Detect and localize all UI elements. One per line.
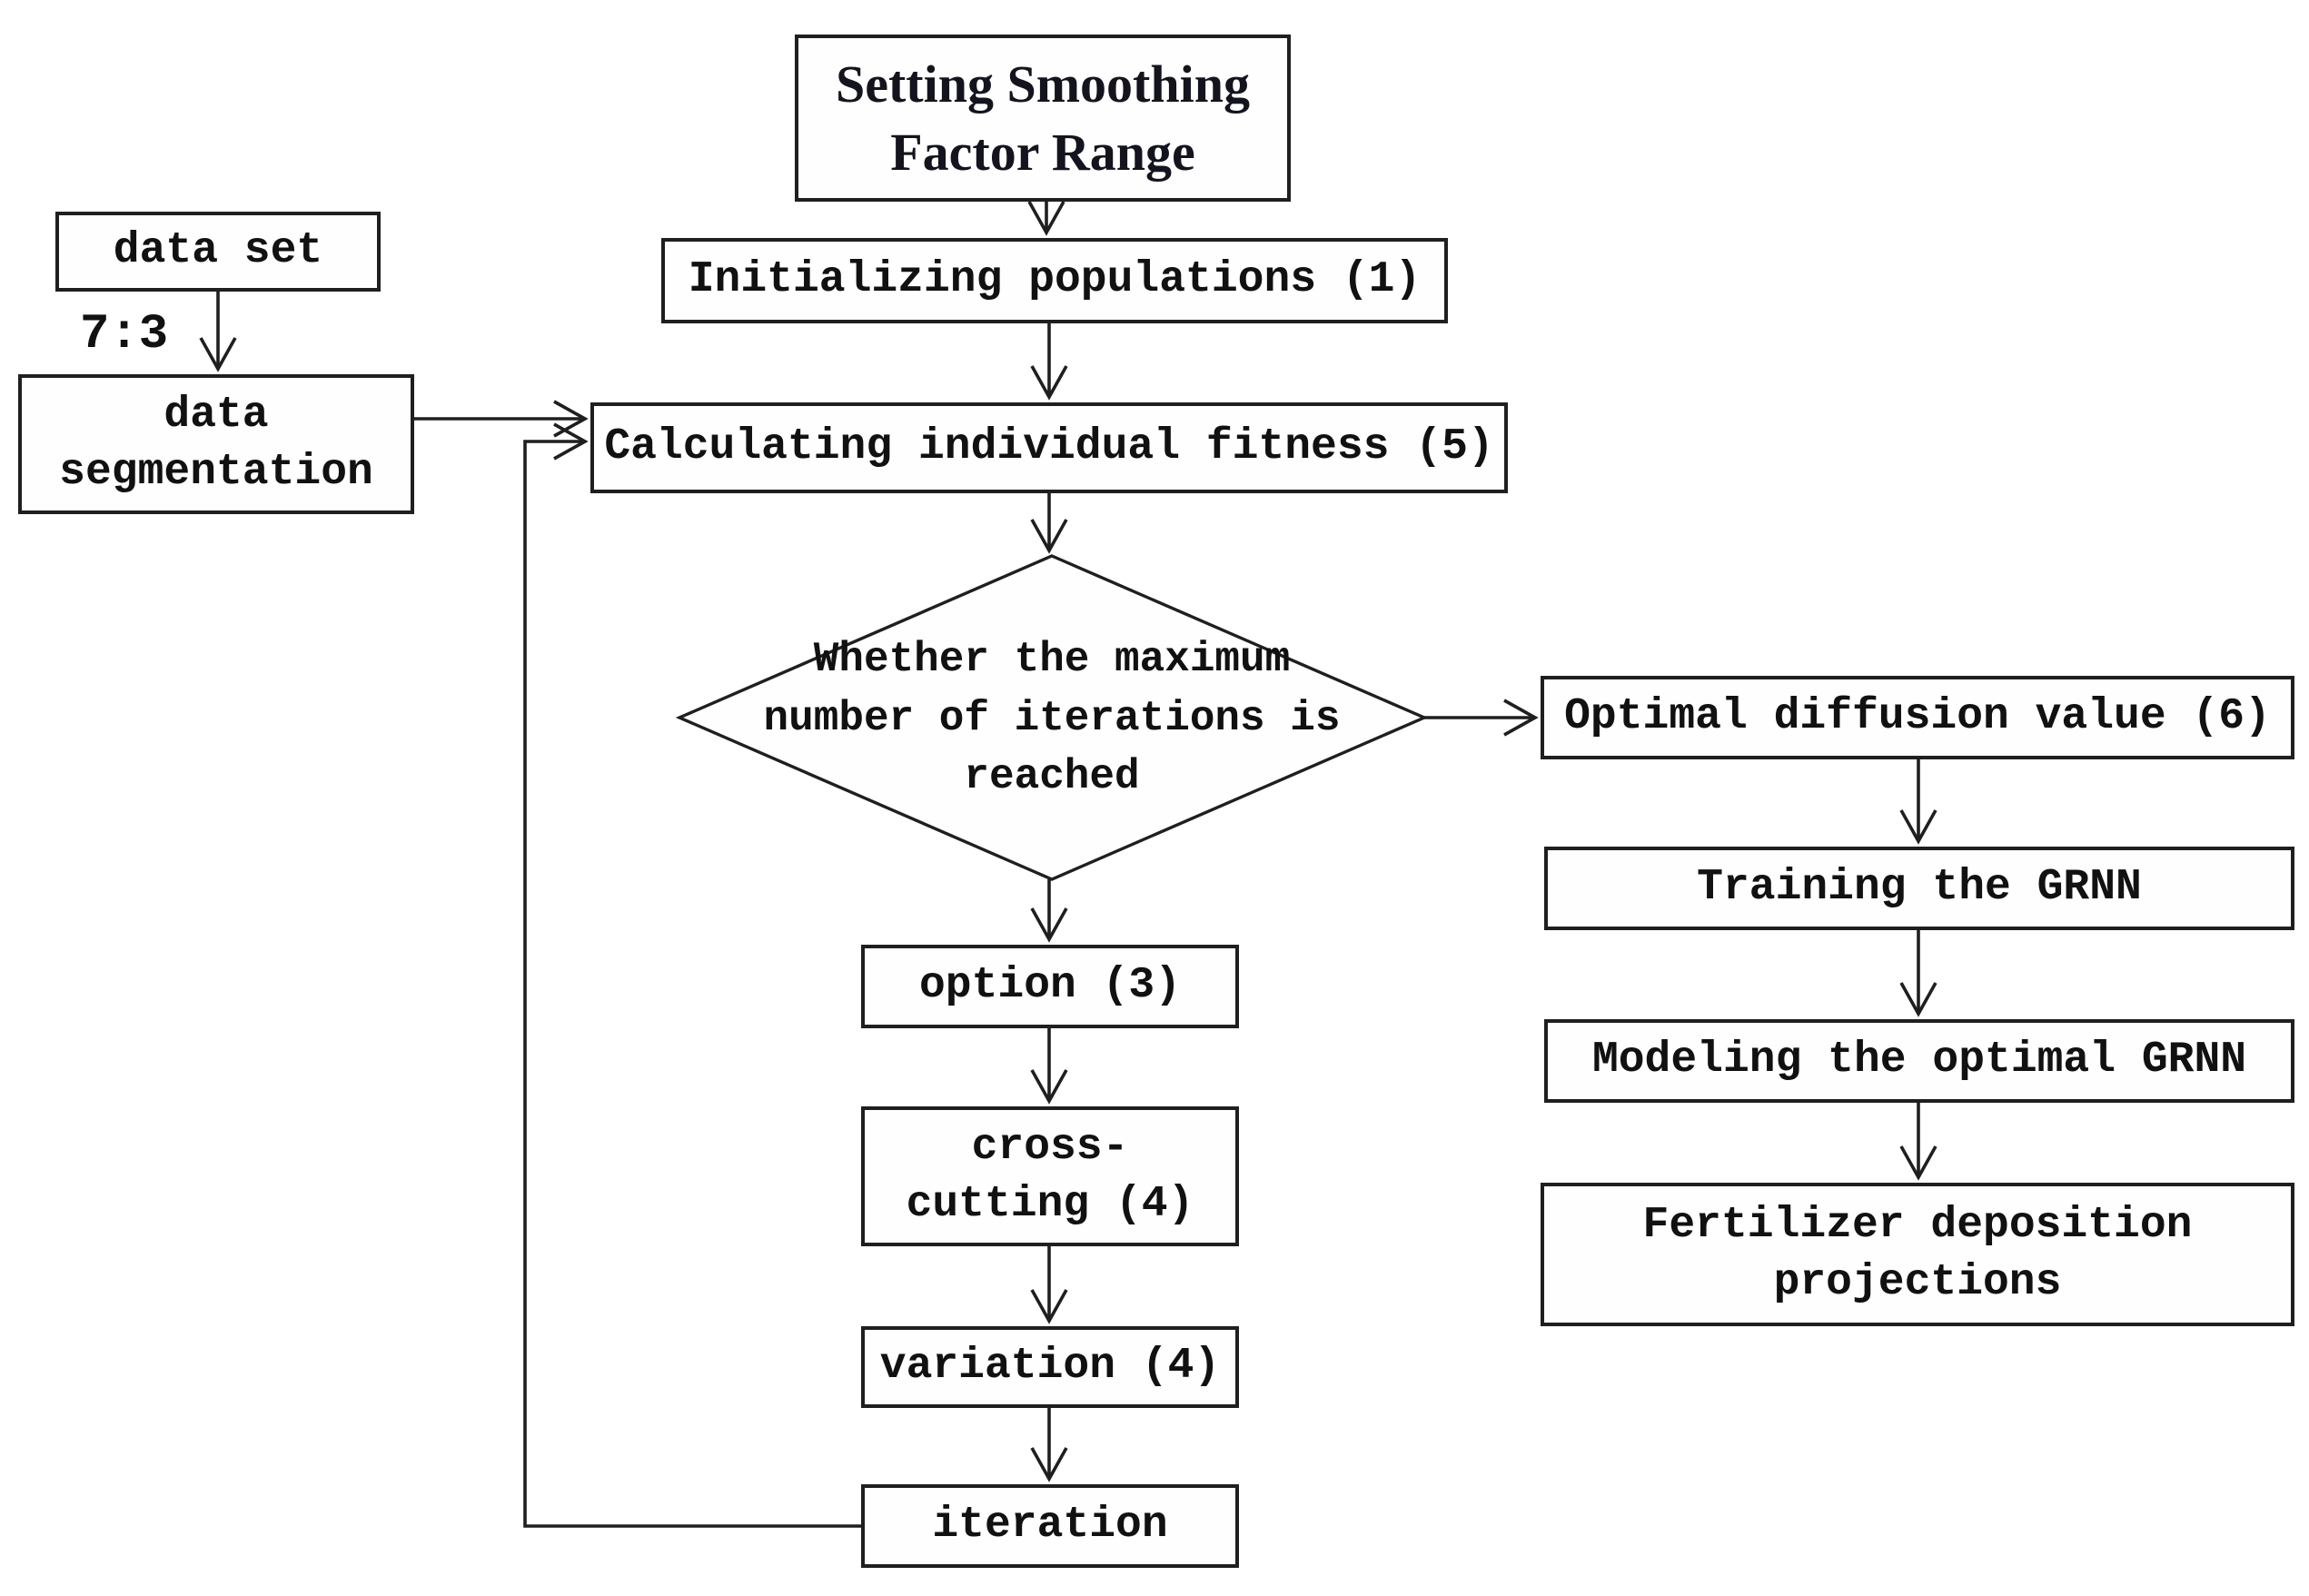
node-variation: variation (4): [861, 1326, 1239, 1408]
node-option: option (3): [861, 945, 1239, 1028]
node-decision-max-iterations: Whether the maximum number of iterations…: [763, 636, 1341, 801]
node-iteration: iteration: [861, 1484, 1239, 1568]
node-fertilizer-deposition-projections: Fertilizer deposition projections: [1541, 1183, 2294, 1326]
node-data-set: data set: [55, 212, 381, 292]
node-data-segmentation: data segmentation: [18, 374, 414, 514]
arrow-iteration-loop-to-fitness: [523, 422, 861, 1528]
node-optimal-diffusion-value: Optimal diffusion value (6): [1541, 676, 2294, 759]
node-modeling-optimal-grnn: Modeling the optimal GRNN: [1544, 1019, 2294, 1103]
node-setting-smoothing-factor-range: Setting Smoothing Factor Range: [795, 35, 1291, 202]
node-initializing-populations: Initializing populations (1): [661, 238, 1448, 323]
node-calculating-individual-fitness: Calculating individual fitness (5): [590, 402, 1508, 493]
node-training-grnn: Training the GRNN: [1544, 847, 2294, 930]
node-cross-cutting: cross- cutting (4): [861, 1106, 1239, 1246]
label-split-ratio: 7:3: [80, 307, 169, 362]
